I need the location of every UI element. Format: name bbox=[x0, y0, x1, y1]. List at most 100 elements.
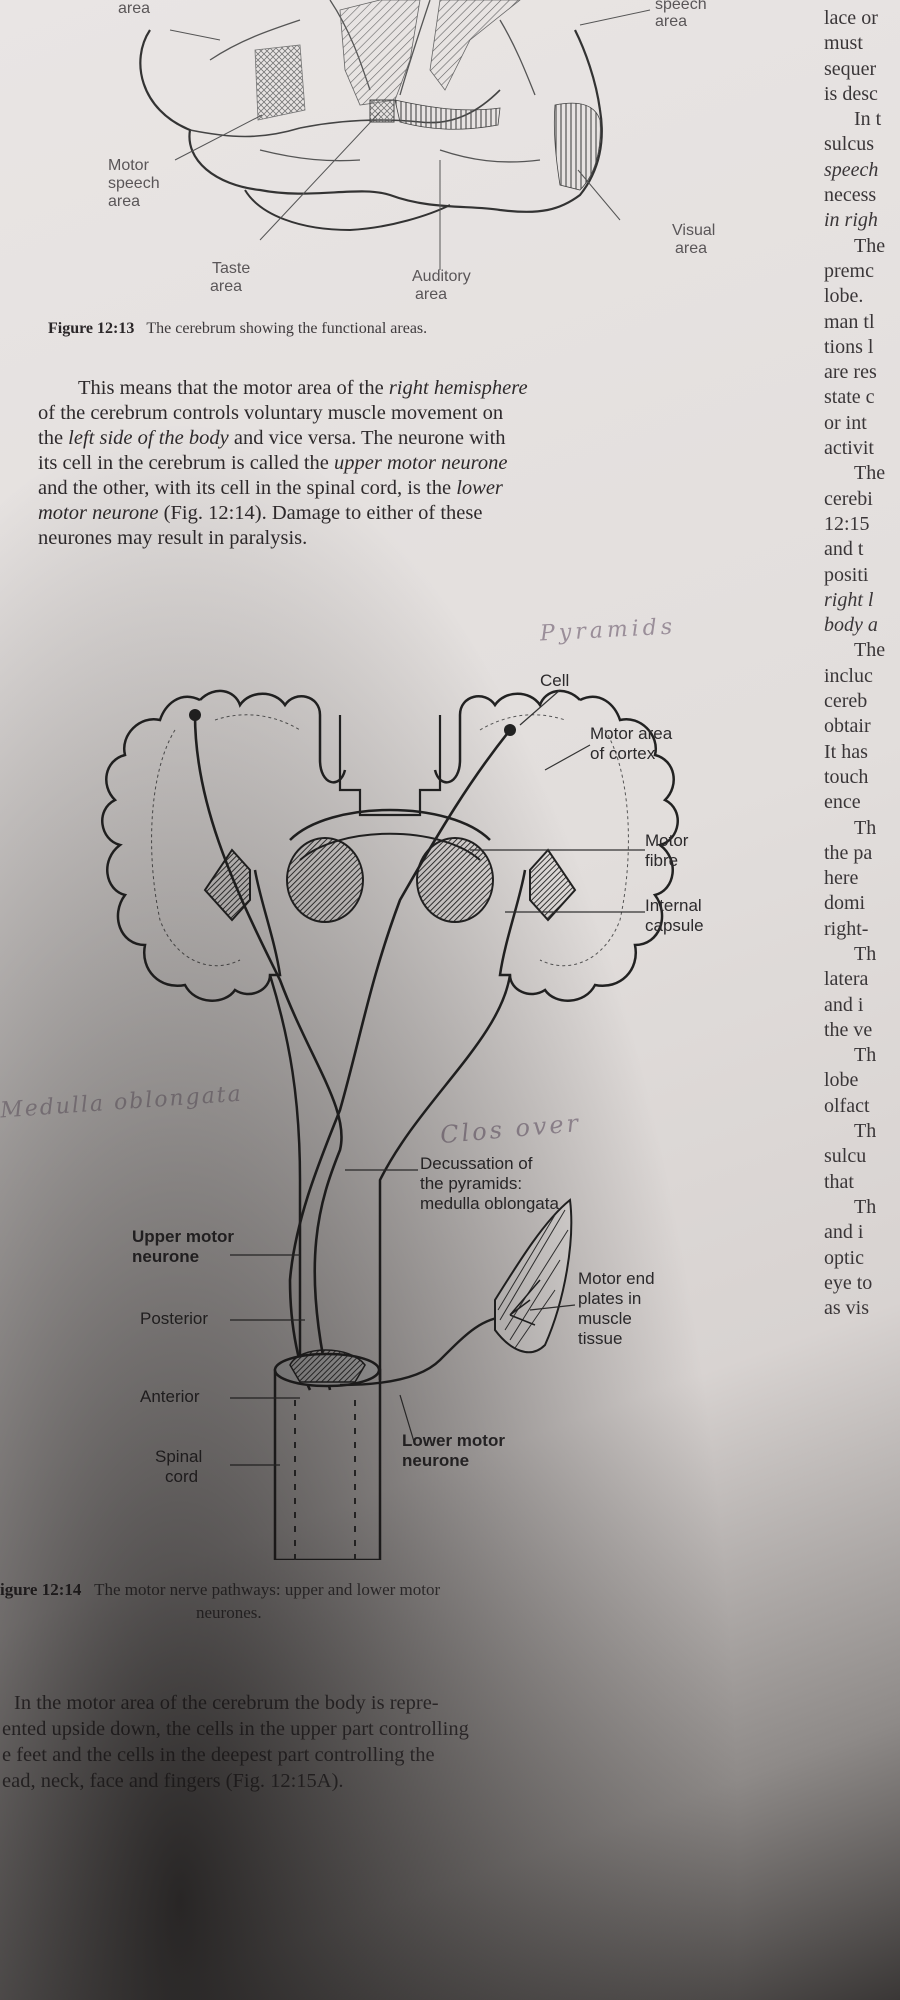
right-column-line: 12:15 bbox=[824, 512, 870, 535]
label-motor-area-1: Motor area bbox=[590, 724, 673, 743]
right-column-line: The bbox=[854, 462, 886, 485]
label-motor-fibre-1: Motor bbox=[645, 831, 689, 850]
right-column-line: lace or bbox=[824, 7, 878, 29]
right-column-line: optic bbox=[824, 1246, 864, 1269]
label-area: area bbox=[118, 0, 151, 17]
label-upper-motor-2: neurone bbox=[132, 1247, 200, 1266]
right-column-line: are res bbox=[824, 361, 877, 384]
label-motor-area-2: of cortex bbox=[590, 744, 656, 763]
label-spinal-1: Spinal bbox=[155, 1447, 203, 1466]
right-column-line: is desc bbox=[824, 82, 878, 105]
right-column-line: in righ bbox=[824, 209, 878, 232]
label-visual-2: area bbox=[675, 240, 708, 257]
motor-fibre-left bbox=[193, 714, 343, 1391]
label-auditory-2: area bbox=[415, 286, 448, 303]
right-column-line: sulcu bbox=[824, 1145, 867, 1168]
paragraph-1: This means that the motor area of the ri… bbox=[38, 377, 528, 549]
paragraph-2: In the motor area of the cerebrum the bo… bbox=[2, 1692, 469, 1792]
label-motor-end-2: plates in bbox=[578, 1289, 642, 1308]
label-motor-speech-3: area bbox=[108, 193, 141, 210]
right-column-line: Th bbox=[854, 942, 877, 965]
caption-text-2b: neurones. bbox=[196, 1603, 262, 1622]
label-speech-area-1: speech bbox=[655, 0, 707, 13]
right-column-line: and t bbox=[824, 538, 864, 561]
right-column-line: Th bbox=[854, 1120, 877, 1143]
caption-text: The cerebrum showing the functional area… bbox=[146, 320, 428, 337]
right-column-line: man tl bbox=[824, 310, 875, 333]
right-column-line: incluc bbox=[824, 664, 873, 687]
caption-number: Figure 12:13 bbox=[48, 320, 135, 337]
right-column-line: necess bbox=[824, 184, 877, 207]
right-column-line: In t bbox=[854, 108, 882, 131]
caption-text-2a: The motor nerve pathways: upper and lowe… bbox=[94, 1580, 441, 1599]
right-column-line: body a bbox=[824, 614, 878, 637]
right-column-line: sequer bbox=[824, 57, 877, 80]
label-auditory-1: Auditory bbox=[412, 268, 471, 285]
right-column-line: positi bbox=[824, 563, 869, 586]
label-internal-capsule-2: capsule bbox=[645, 916, 704, 935]
right-column-line: sulcus bbox=[824, 133, 874, 156]
label-motor-end-4: tissue bbox=[578, 1329, 623, 1348]
label-visual-1: Visual bbox=[672, 222, 716, 239]
right-column-line: obtair bbox=[824, 715, 871, 738]
label-anterior: Anterior bbox=[140, 1387, 200, 1406]
label-motor-end-3: muscle bbox=[578, 1309, 632, 1328]
label-lower-motor-1: Lower motor bbox=[402, 1431, 505, 1450]
right-column-line: the pa bbox=[824, 841, 873, 864]
right-column-line: or int bbox=[824, 411, 867, 434]
right-column-line: and i bbox=[824, 993, 864, 1016]
right-column-line: and i bbox=[824, 1221, 864, 1244]
label-taste-1: Taste bbox=[212, 260, 251, 277]
label-motor-speech-2: speech bbox=[108, 175, 160, 192]
right-column-line: activit bbox=[824, 437, 874, 460]
label-upper-motor-1: Upper motor bbox=[132, 1227, 234, 1246]
right-column-line: here bbox=[824, 867, 859, 890]
right-column-line: latera bbox=[824, 968, 869, 991]
figure-12-14-caption: igure 12:14 The motor nerve pathways: up… bbox=[0, 1580, 440, 1600]
right-column-line: the ve bbox=[824, 1018, 873, 1041]
right-column-line: The bbox=[854, 234, 886, 257]
label-speech-area-2: area bbox=[655, 13, 688, 30]
label-internal-capsule-1: Internal bbox=[645, 896, 702, 915]
right-column-line: cerebi bbox=[824, 487, 873, 510]
label-cell: Cell bbox=[540, 671, 570, 690]
right-column-line: eye to bbox=[824, 1271, 873, 1294]
label-motor-end-1: Motor end bbox=[578, 1269, 655, 1288]
right-column-line: tions l bbox=[824, 335, 874, 358]
muscle-tissue bbox=[494, 1198, 573, 1354]
label-decussation-2: the pyramids: bbox=[420, 1174, 523, 1193]
right-column-line: domi bbox=[824, 892, 866, 915]
right-column-line: that bbox=[824, 1170, 854, 1193]
right-column-line: state c bbox=[824, 386, 875, 409]
figure-12-13-caption: Figure 12:13 The cerebrum showing the fu… bbox=[48, 320, 427, 338]
label-decussation-1: Decussation of bbox=[420, 1154, 533, 1173]
caption-number-2: igure 12:14 bbox=[0, 1580, 82, 1599]
right-column-line: Th bbox=[854, 816, 877, 839]
right-column-line: olfact bbox=[824, 1094, 870, 1117]
right-column-line: Th bbox=[854, 1195, 877, 1218]
label-posterior: Posterior bbox=[140, 1309, 209, 1328]
right-column-line: touch bbox=[824, 765, 869, 788]
label-motor-speech-1: Motor bbox=[108, 157, 149, 174]
label-spinal-2: cord bbox=[165, 1467, 199, 1486]
right-column-line: The bbox=[854, 639, 886, 662]
label-lower-motor-2: neurone bbox=[402, 1451, 470, 1470]
right-column-line: lobe. bbox=[824, 285, 864, 308]
right-column-line: right- bbox=[824, 917, 869, 940]
right-column-line: lobe bbox=[824, 1069, 859, 1092]
right-column-line: cereb bbox=[824, 690, 868, 713]
right-column-line: Th bbox=[854, 1044, 877, 1067]
cerebrum-figure bbox=[139, 0, 651, 270]
right-column-line: ence bbox=[824, 791, 861, 814]
right-column-line: right l bbox=[824, 588, 874, 611]
label-decussation-3: medulla oblongata bbox=[420, 1194, 559, 1213]
right-column-line: as vis bbox=[824, 1297, 869, 1320]
right-column-line: must bbox=[824, 32, 863, 55]
right-column-line: It has bbox=[824, 740, 868, 763]
right-column-line: premc bbox=[824, 259, 874, 282]
right-column-line: speech bbox=[824, 158, 879, 181]
label-motor-fibre-2: fibre bbox=[645, 851, 679, 870]
cortex-outline bbox=[101, 695, 282, 1002]
label-taste-2: area bbox=[210, 278, 243, 295]
